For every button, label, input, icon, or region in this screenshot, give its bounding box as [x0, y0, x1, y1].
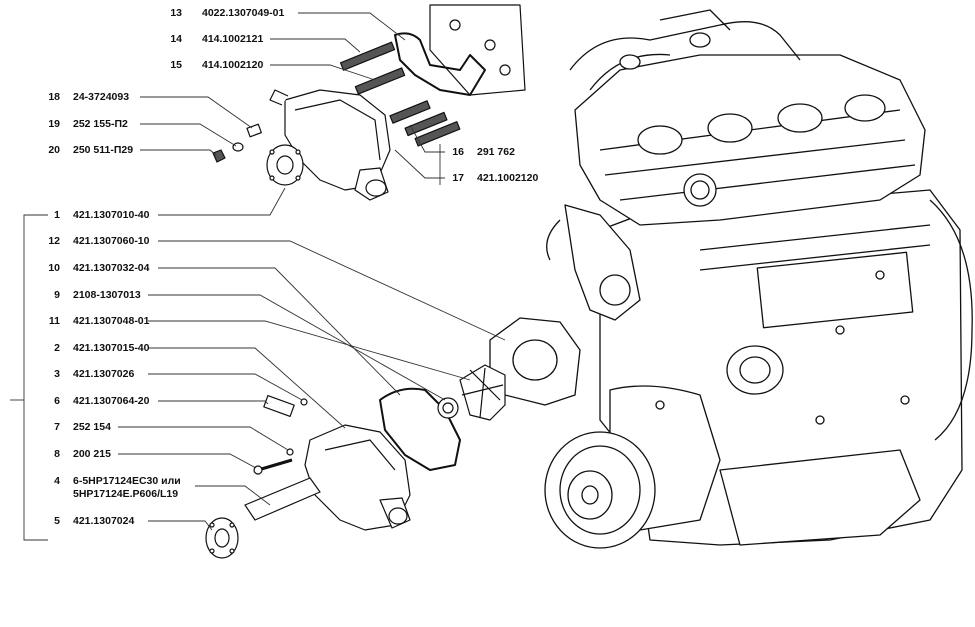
callout-14-code: 414.1002121	[202, 33, 264, 45]
callout-13-number: 13	[170, 7, 182, 19]
callout-4-code: 6-5НР17124ЕС30 или	[73, 475, 181, 487]
callout-17-number: 17	[452, 172, 464, 184]
water-pump-assembly-top	[212, 4, 526, 201]
callout-3-number: 3	[54, 368, 60, 380]
callout-2-number: 2	[54, 342, 60, 354]
callout-6-code: 421.1307064-20	[73, 395, 150, 407]
callout-7-code: 252 154	[73, 421, 111, 433]
callout-11-number: 11	[48, 315, 60, 327]
callout-2-code: 421.1307015-40	[73, 342, 150, 354]
callout-1-number: 1	[54, 209, 60, 221]
callout-18-code: 24-3724093	[73, 91, 130, 103]
callout-19-number: 19	[48, 118, 60, 130]
callout-8-number: 8	[54, 448, 60, 460]
callout-17-code: 421.1002120	[477, 172, 539, 184]
callout-19-code: 252 155-П2	[73, 118, 128, 130]
callout-1-code: 421.1307010-40	[73, 209, 150, 221]
callout-5-number: 5	[54, 515, 60, 527]
callout-15-code: 414.1002120	[202, 59, 264, 71]
engine-block-illustration	[489, 9, 973, 549]
callout-10-number: 10	[48, 262, 60, 274]
callout-12-number: 12	[48, 235, 60, 247]
callout-9-number: 9	[54, 289, 60, 301]
water-pump-exploded-view	[205, 364, 506, 559]
callout-15-number: 15	[170, 59, 182, 71]
leader-lines	[10, 12, 506, 541]
callout-20-code: 250 511-П29	[73, 144, 134, 156]
callout-16-code: 291 762	[477, 146, 515, 158]
callout-11-code: 421.1307048-01	[73, 315, 150, 327]
callout-7-number: 7	[54, 421, 60, 433]
callout-18-number: 18	[48, 91, 60, 103]
callout-9-code: 2108-1307013	[73, 289, 141, 301]
callout-4-code-alt: 5НР17124Е.Р606/L19	[73, 488, 179, 500]
callout-10-code: 421.1307032-04	[73, 262, 150, 274]
callout-14-number: 14	[170, 33, 182, 45]
callout-5-code: 421.1307024	[73, 515, 135, 527]
callout-20-number: 20	[48, 144, 60, 156]
callout-4-number: 4	[54, 475, 60, 487]
callout-16-number: 16	[452, 146, 464, 158]
callout-6-number: 6	[54, 395, 60, 407]
callout-8-code: 200 215	[73, 448, 111, 460]
callout-3-code: 421.1307026	[73, 368, 135, 380]
callout-13-code: 4022.1307049-01	[202, 7, 285, 19]
callout-12-code: 421.1307060-10	[73, 235, 150, 247]
